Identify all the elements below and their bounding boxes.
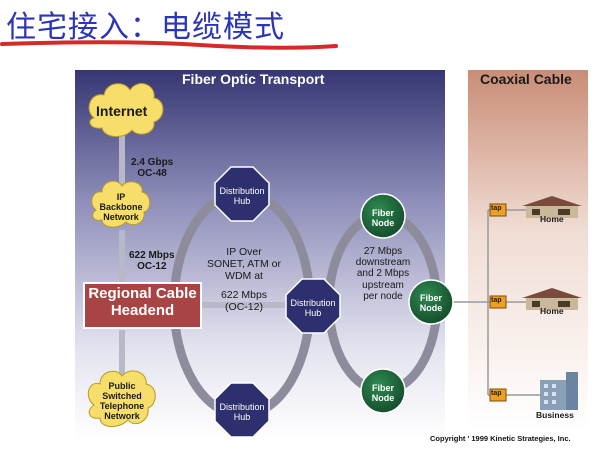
title-underline bbox=[0, 40, 338, 50]
tap-box-1 bbox=[489, 203, 507, 217]
copyright-text: Copyright ' 1999 Kinetic Strategies, Inc… bbox=[430, 434, 571, 443]
distribution-hub-bottom bbox=[214, 382, 270, 438]
fiber-section-label: Fiber Optic Transport bbox=[182, 71, 325, 87]
tap-box-3 bbox=[489, 388, 507, 402]
page-title: 住宅接入：电缆模式 bbox=[6, 10, 285, 45]
business-label: Business bbox=[536, 410, 574, 420]
fiber-node-bottom bbox=[360, 368, 406, 414]
ip-backbone-cloud bbox=[91, 180, 151, 228]
tap-label-3: tap bbox=[491, 390, 502, 397]
home-label-1: Home bbox=[540, 214, 564, 224]
internet-label: Internet bbox=[96, 103, 148, 119]
fiber-node-top bbox=[360, 193, 406, 239]
pstn-cloud bbox=[87, 370, 156, 427]
business-icon bbox=[540, 372, 578, 410]
internet-cloud bbox=[88, 83, 164, 137]
home-icon-2 bbox=[522, 288, 582, 310]
distribution-hub-mid bbox=[285, 278, 341, 334]
home-label-2: Home bbox=[540, 306, 564, 316]
fiber-node-mid bbox=[408, 279, 454, 325]
regional-headend-box bbox=[83, 282, 202, 329]
home-icon-1 bbox=[522, 196, 582, 218]
tap-box-2 bbox=[489, 295, 507, 309]
tap-label-2: tap bbox=[491, 297, 502, 304]
coax-section-label: Coaxial Cable bbox=[480, 71, 572, 87]
distribution-hub-top bbox=[214, 166, 270, 222]
tap-label-1: tap bbox=[491, 205, 502, 212]
